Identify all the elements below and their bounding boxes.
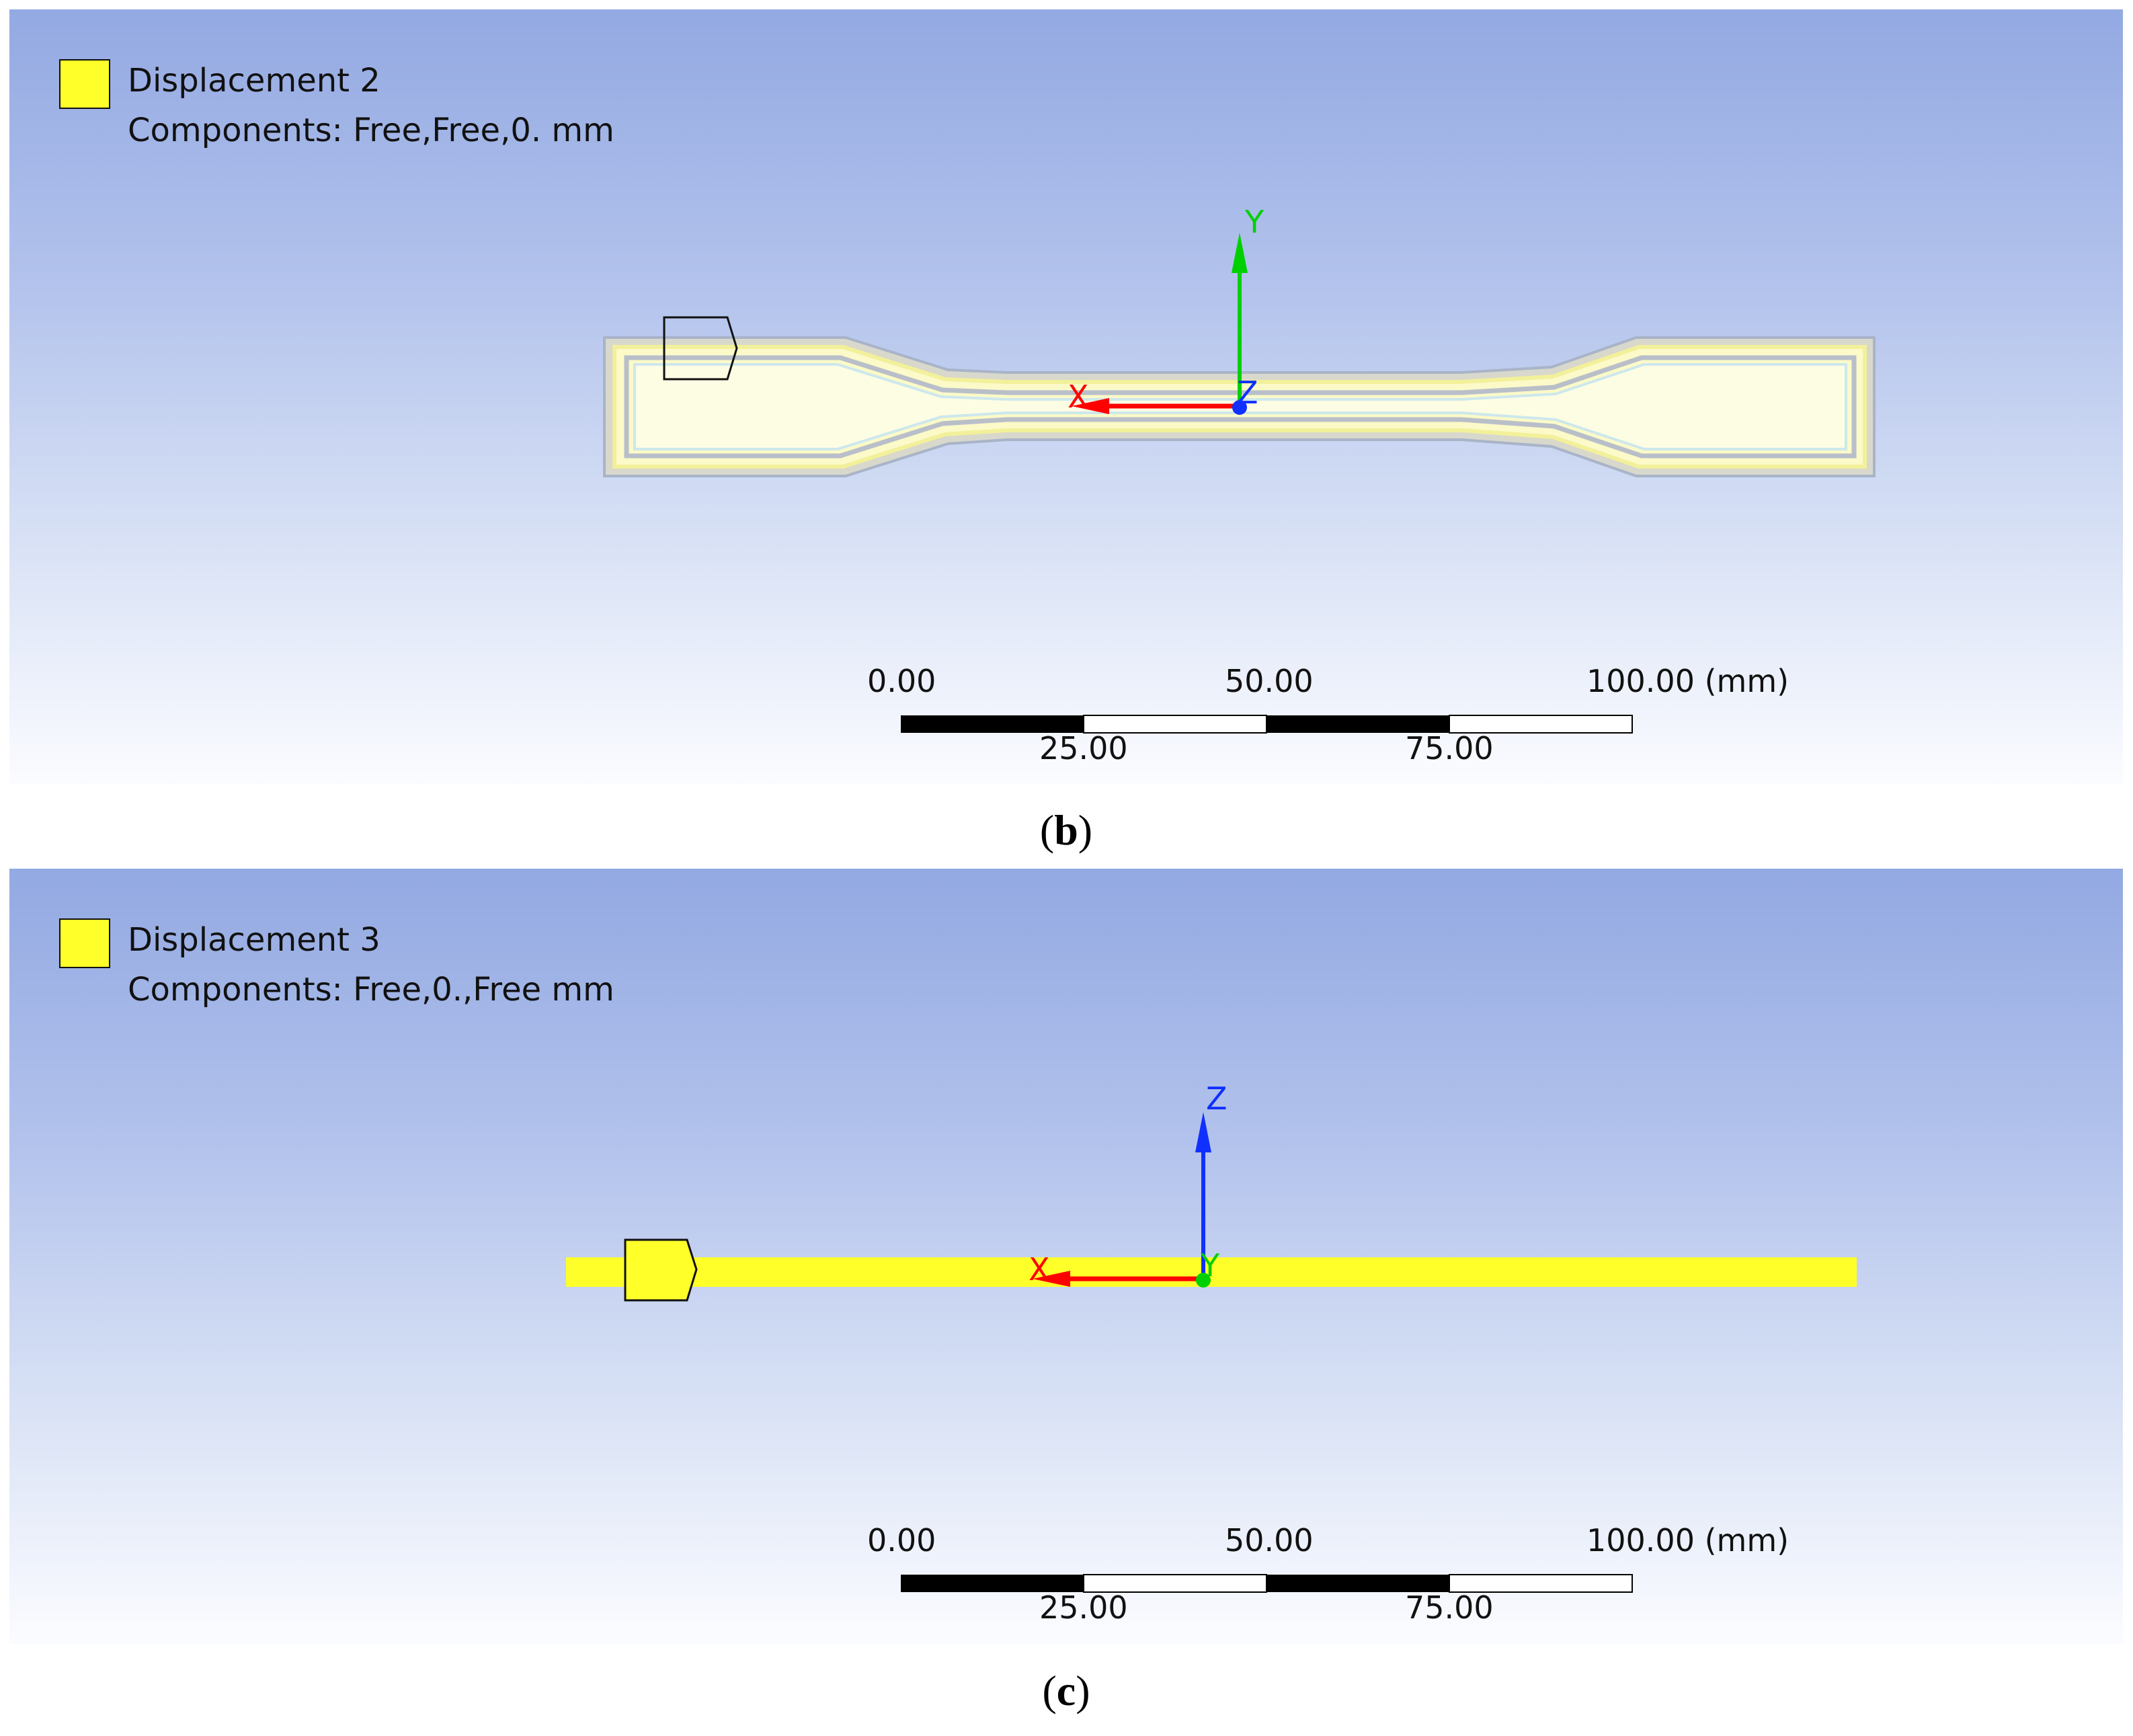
scale-seg-3 — [1266, 1575, 1449, 1592]
x-axis-label: X — [1068, 379, 1089, 415]
legend-swatch-icon — [59, 59, 110, 109]
scale-seg-1 — [901, 1575, 1084, 1592]
scale-label-75: 75.00 — [1405, 730, 1494, 766]
legend-swatch-icon — [59, 918, 110, 968]
scale-label-50: 50.00 — [1225, 663, 1314, 699]
z-axis-label: Z — [1237, 374, 1258, 411]
viewport-panel-b[interactable]: Displacement 2 Components: Free,Free,0. … — [9, 9, 2123, 785]
z-axis-label: Z — [1206, 1080, 1228, 1117]
y-axis-label: Y — [1244, 204, 1264, 240]
y-axis-label: Y — [1200, 1247, 1220, 1284]
scale-seg-4 — [1449, 1574, 1633, 1593]
legend-title: Displacement 2 — [128, 62, 380, 100]
x-axis-arrowhead — [1072, 398, 1109, 414]
scale-seg-1 — [901, 715, 1084, 733]
caption-b-open: ( — [1039, 806, 1055, 854]
y-axis-dot — [1196, 1273, 1211, 1288]
specimen-inner-edge — [624, 355, 1857, 459]
legend-components: Components: Free,Free,0. mm — [128, 112, 614, 149]
z-axis-dot — [1232, 400, 1247, 415]
scale-label-0: 0.00 — [867, 1522, 936, 1559]
caption-c-close: ) — [1076, 1667, 1090, 1714]
specimen-edge[interactable] — [566, 1257, 1857, 1287]
scale-label-75: 75.00 — [1405, 1589, 1494, 1626]
model-scene: Y X Z — [603, 204, 1876, 734]
caption-b-close: ) — [1078, 806, 1093, 854]
caption-c-letter: c — [1056, 1667, 1076, 1714]
scale-bar — [901, 715, 1633, 734]
z-axis-arrowhead — [1195, 1112, 1211, 1152]
scale-seg-2 — [1083, 715, 1267, 734]
scale-label-25: 25.00 — [1039, 730, 1128, 766]
scale-label-100: 100.00 (mm) — [1586, 1522, 1789, 1559]
caption-b-letter: b — [1054, 806, 1078, 854]
legend-components: Components: Free,0.,Free mm — [128, 971, 614, 1009]
scale-seg-4 — [1449, 715, 1633, 734]
scale-label-50: 50.00 — [1225, 1522, 1314, 1559]
caption-c: (c) — [999, 1666, 1133, 1716]
scale-label-0: 0.00 — [867, 663, 936, 699]
scale-label-25: 25.00 — [1039, 1589, 1128, 1626]
scale-seg-3 — [1266, 715, 1449, 733]
x-axis-label: X — [1029, 1251, 1050, 1288]
viewport-panel-c[interactable]: Displacement 3 Components: Free,0.,Free … — [9, 869, 2123, 1644]
x-axis-arrowhead — [1033, 1271, 1070, 1287]
support-marker-icon[interactable] — [624, 1238, 698, 1302]
scale-label-100: 100.00 (mm) — [1586, 663, 1789, 699]
caption-c-open: ( — [1042, 1667, 1057, 1714]
caption-b: (b) — [999, 805, 1133, 855]
scale-bar — [901, 1574, 1633, 1593]
y-axis-arrowhead — [1232, 233, 1248, 273]
model-scene: Z X Y — [566, 1080, 1857, 1593]
support-marker-icon[interactable] — [663, 316, 738, 381]
legend-title: Displacement 3 — [128, 921, 380, 959]
